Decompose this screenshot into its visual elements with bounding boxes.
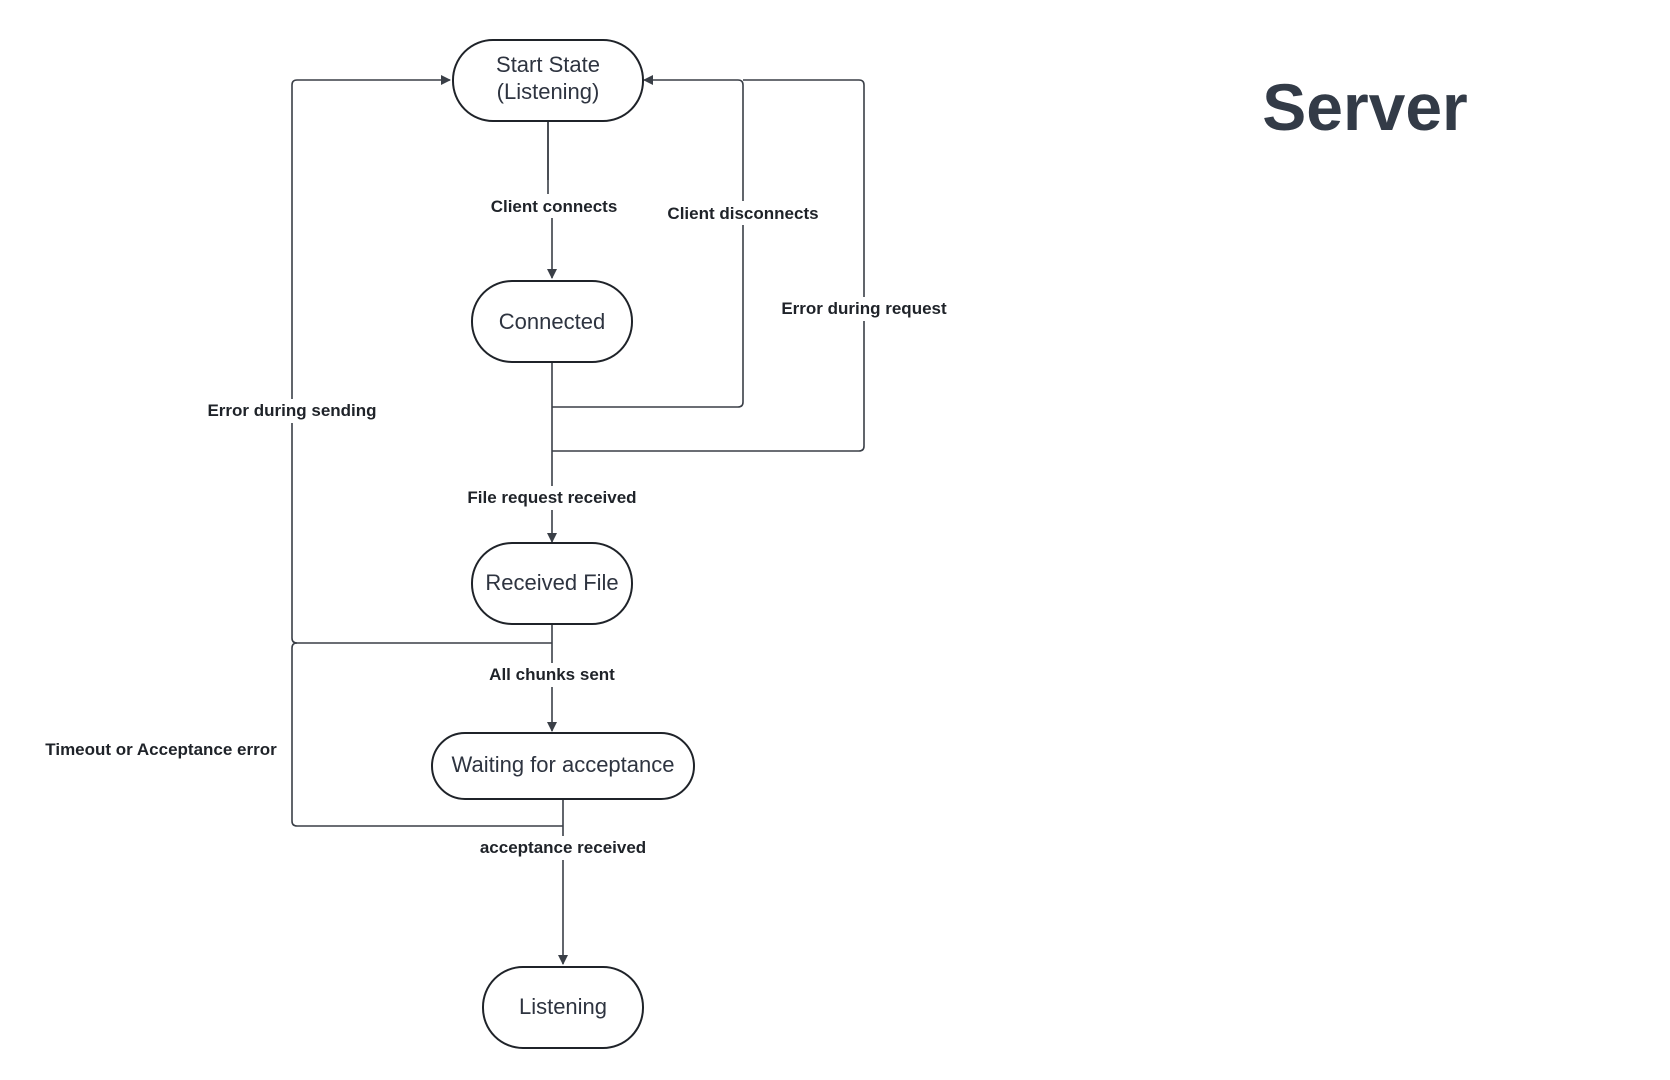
label-file-request-received: File request received	[467, 488, 636, 507]
label-client-connects: Client connects	[491, 197, 618, 216]
node-listening: Listening	[482, 966, 644, 1049]
label-acceptance-received: acceptance received	[480, 838, 646, 857]
diagram-title: Server	[1262, 70, 1468, 144]
node-start-state: Start State (Listening)	[452, 39, 644, 122]
label-error-during-sending: Error during sending	[207, 401, 376, 420]
node-start-line1: Start State	[496, 52, 600, 77]
node-received-file: Received File	[471, 542, 633, 625]
label-error-during-request: Error during request	[781, 299, 947, 318]
node-waiting-label: Waiting for acceptance	[452, 752, 675, 777]
label-timeout-error: Timeout or Acceptance error	[45, 740, 277, 759]
label-client-disconnects: Client disconnects	[667, 204, 818, 223]
node-start-line2: (Listening)	[497, 79, 600, 104]
node-connected-label: Connected	[499, 309, 605, 334]
node-waiting-for-acceptance: Waiting for acceptance	[431, 732, 695, 800]
edge-error-during-request	[552, 79, 865, 452]
label-all-chunks-sent: All chunks sent	[489, 665, 615, 684]
node-connected: Connected	[471, 280, 633, 363]
node-received-file-label: Received File	[485, 570, 618, 595]
edge-timeout-error	[291, 642, 563, 827]
node-listening-label: Listening	[519, 994, 607, 1019]
edge-client-disconnects	[552, 75, 744, 408]
